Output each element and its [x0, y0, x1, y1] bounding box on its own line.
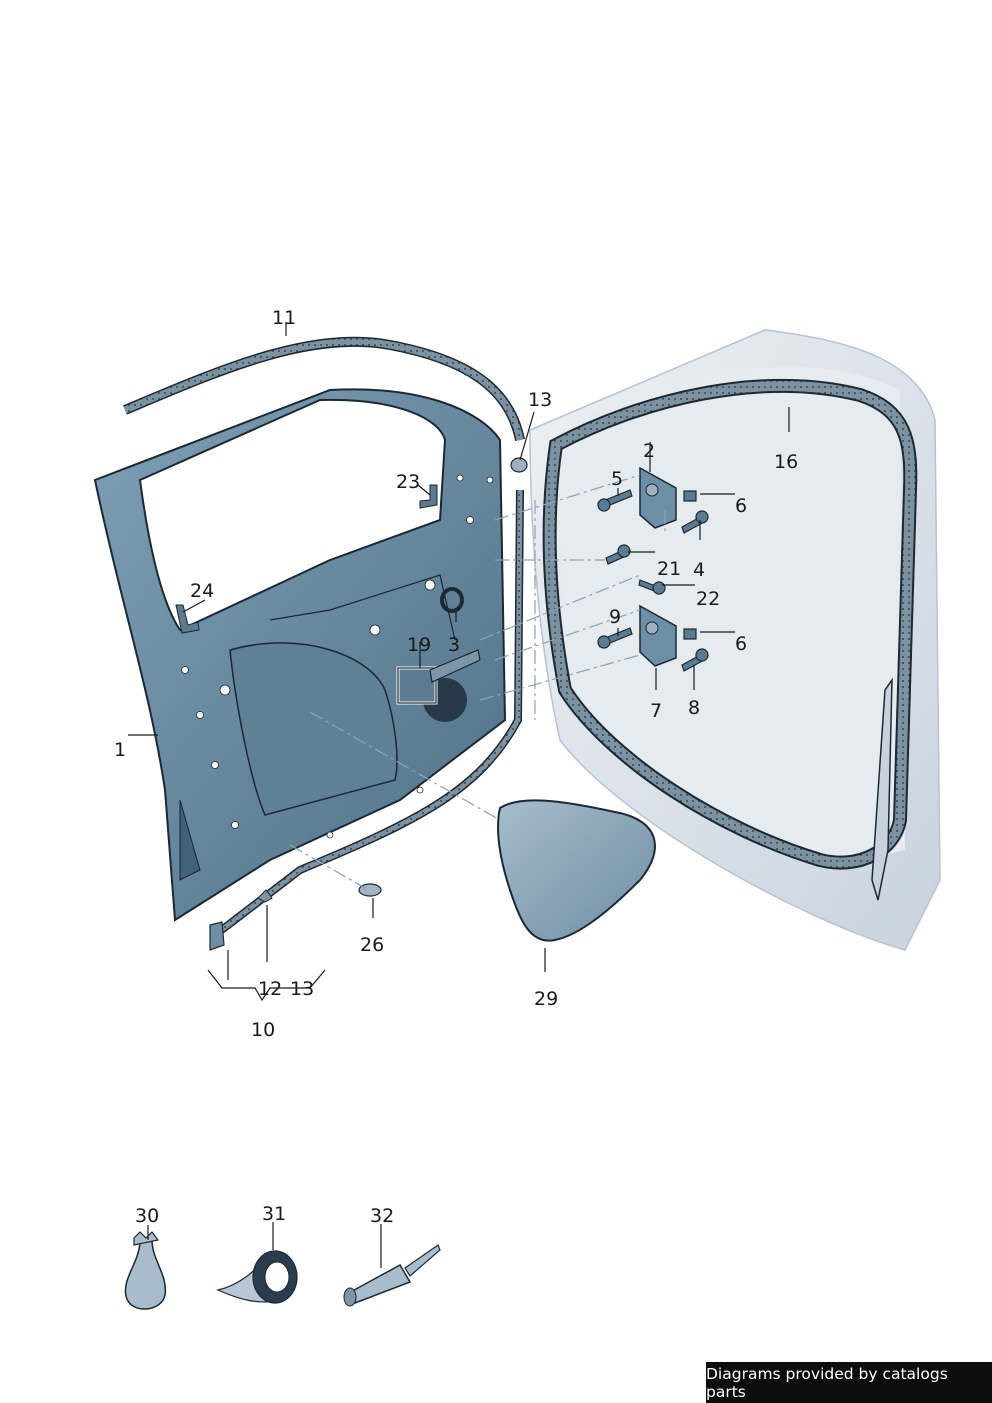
door-check-strap [396, 649, 481, 705]
tape-roll-icon [216, 1250, 298, 1304]
callout-6-lower: 6 [735, 633, 747, 655]
callout-labels: 11 13 23 24 1 19 3 2 5 6 16 21 4 22 9 6 … [114, 307, 798, 1227]
plug-13 [510, 457, 528, 473]
clip-24 [175, 604, 200, 634]
grease-bag-icon [124, 1231, 167, 1310]
callout-5: 5 [611, 468, 623, 490]
callout-12: 12 [258, 978, 282, 1000]
callout-30: 30 [135, 1205, 159, 1227]
callout-6-upper: 6 [735, 495, 747, 517]
body-door-seal [542, 379, 918, 901]
grommet-3 [440, 587, 464, 613]
sealant-cartridge-icon [343, 1244, 441, 1307]
callout-16: 16 [774, 451, 798, 473]
callout-9: 9 [609, 606, 621, 628]
alignment-lines [289, 474, 666, 889]
callout-19: 19 [407, 634, 431, 656]
callout-7: 7 [650, 700, 662, 722]
callout-11: 11 [272, 307, 296, 329]
callout-10: 10 [251, 1019, 275, 1041]
door-shell [93, 388, 507, 922]
clip-12 [257, 889, 273, 903]
leader-lines [128, 322, 790, 1268]
callout-29: 29 [534, 988, 558, 1010]
clip-23 [419, 484, 438, 509]
callout-22: 22 [696, 588, 720, 610]
callout-3: 3 [448, 634, 460, 656]
credit-banner: Diagrams provided by catalogs parts [706, 1362, 992, 1403]
callout-26: 26 [360, 934, 384, 956]
cover-panel [497, 799, 656, 942]
callout-13-lower: 13 [290, 978, 314, 1000]
bolts [597, 489, 709, 672]
callout-1: 1 [114, 739, 126, 761]
callout-24: 24 [190, 580, 214, 602]
callout-23: 23 [396, 471, 420, 493]
callout-13-upper: 13 [528, 389, 552, 411]
callout-8: 8 [688, 697, 700, 719]
callout-21: 21 [657, 558, 681, 580]
callout-32: 32 [370, 1205, 394, 1227]
callout-4: 4 [693, 559, 705, 581]
lower-hinge [639, 604, 677, 667]
callout-2: 2 [643, 440, 655, 462]
callout-31: 31 [262, 1203, 286, 1225]
plug-26 [358, 883, 382, 897]
